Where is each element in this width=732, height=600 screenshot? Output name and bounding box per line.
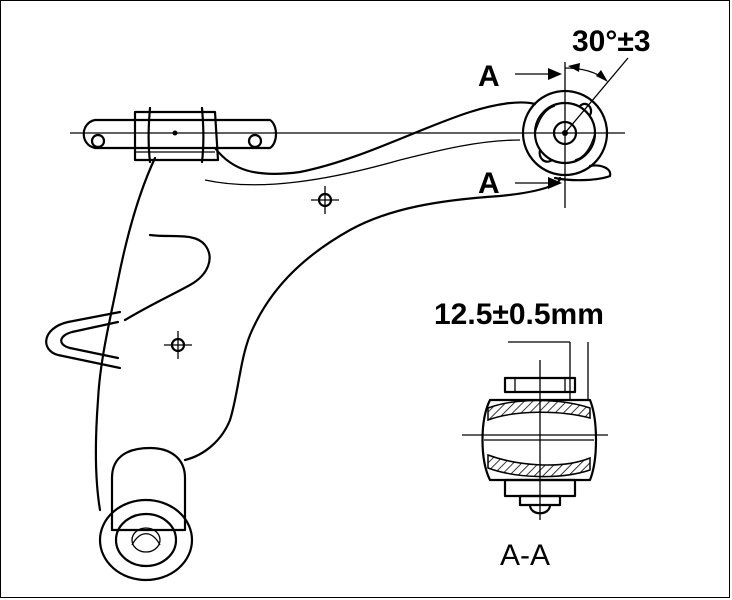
angle-label: 30°±3 — [572, 25, 651, 58]
stabilizer-loop — [45, 310, 122, 370]
section-mark-top: A — [478, 60, 500, 93]
section-title: A-A — [500, 539, 550, 572]
control-arm-body — [94, 101, 612, 512]
mounting-hole-lower — [164, 331, 192, 359]
section-arrow-top — [515, 68, 562, 80]
dimension-label: 12.5±0.5mm — [434, 298, 604, 331]
angle-annotation — [564, 57, 629, 134]
section-mark-bottom: A — [478, 167, 500, 200]
rear-bushing — [521, 62, 609, 208]
ball-joint — [98, 446, 194, 582]
mounting-hole-upper — [311, 186, 339, 214]
section-arrow-bottom — [515, 177, 562, 189]
front-bushing-bracket — [70, 106, 625, 164]
section-view-bushing — [462, 341, 608, 520]
